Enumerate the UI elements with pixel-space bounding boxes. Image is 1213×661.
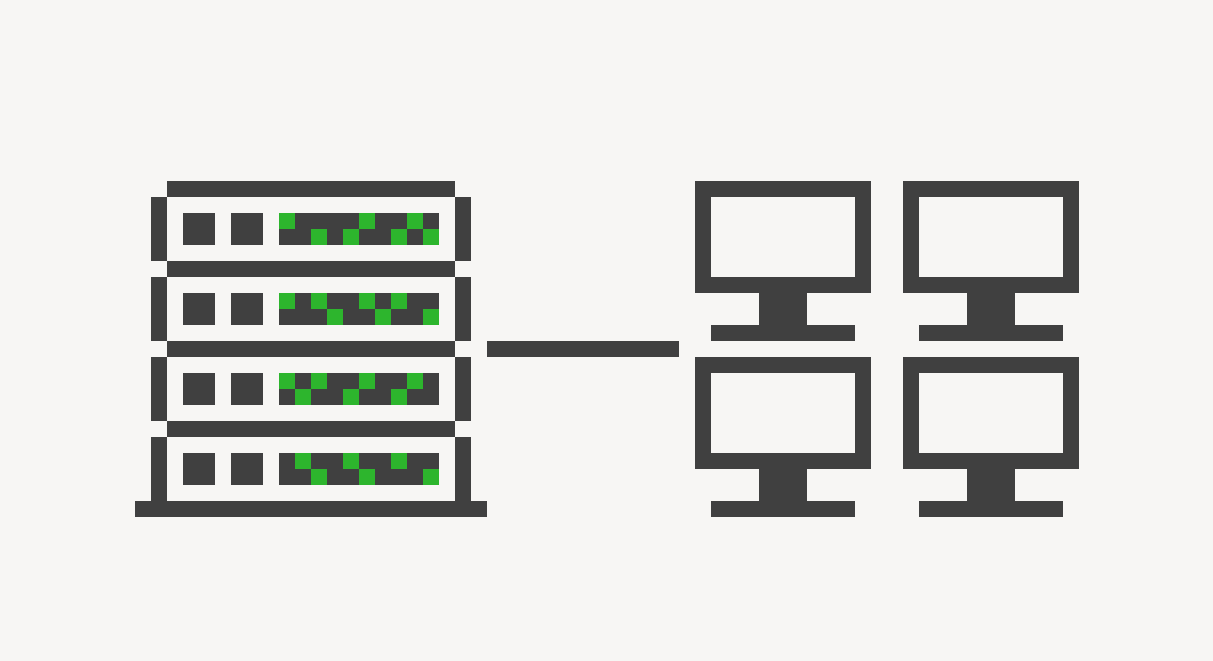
unit-drive-bay-2: [231, 293, 263, 325]
unit-left-bracket: [151, 437, 167, 501]
status-led-7: [407, 373, 423, 389]
monitor-frame-bottom: [903, 277, 1079, 293]
monitor-base: [711, 325, 855, 341]
network-link-line: [487, 341, 679, 357]
monitor-frame-top: [903, 357, 1079, 373]
unit-left-bracket: [151, 357, 167, 421]
status-led-2: [311, 469, 327, 485]
status-led-1: [279, 373, 295, 389]
monitor-frame-left: [903, 373, 919, 453]
unit-top-bar: [167, 421, 455, 437]
monitor-stand: [759, 469, 807, 501]
monitor-frame-right: [855, 373, 871, 453]
monitor-base: [919, 325, 1063, 341]
status-led-2: [295, 389, 311, 405]
unit-top-bar: [167, 261, 455, 277]
monitor-frame-right: [855, 197, 871, 277]
monitor-frame-bottom: [903, 453, 1079, 469]
monitor-frame-right: [1063, 373, 1079, 453]
monitor-stand: [759, 293, 807, 325]
unit-drive-bay-1: [183, 453, 215, 485]
unit-drive-bay-1: [183, 213, 215, 245]
monitor-frame-bottom: [695, 277, 871, 293]
monitor-frame-top: [903, 181, 1079, 197]
monitor-base: [711, 501, 855, 517]
unit-right-bracket: [455, 357, 471, 421]
status-led-3: [343, 453, 359, 469]
unit-right-bracket: [455, 437, 471, 501]
status-led-4: [343, 389, 359, 405]
status-led-2: [311, 293, 327, 309]
monitor-frame-left: [695, 197, 711, 277]
monitor-frame-bottom: [695, 453, 871, 469]
status-led-6: [391, 293, 407, 309]
server-unit-1: [151, 181, 471, 261]
server-unit-2: [151, 261, 471, 341]
monitor-frame-left: [903, 197, 919, 277]
status-led-3: [311, 373, 327, 389]
monitor-frame-left: [695, 373, 711, 453]
monitor-stand: [967, 293, 1015, 325]
server-unit-4: [151, 421, 471, 501]
rack-base: [135, 501, 487, 517]
monitor-icon-4: [903, 357, 1079, 517]
unit-left-bracket: [151, 197, 167, 261]
network-link: [487, 341, 679, 357]
monitor-frame-right: [1063, 197, 1079, 277]
status-led-4: [359, 469, 375, 485]
unit-left-bracket: [151, 277, 167, 341]
server-unit-3: [151, 341, 471, 421]
status-led-1: [279, 213, 295, 229]
unit-drive-bay-2: [231, 373, 263, 405]
status-led-7: [423, 309, 439, 325]
status-led-1: [295, 453, 311, 469]
server-rack-icon: [135, 501, 487, 517]
status-led-6: [407, 213, 423, 229]
unit-drive-bay-1: [183, 293, 215, 325]
status-led-5: [375, 309, 391, 325]
unit-right-bracket: [455, 197, 471, 261]
status-led-5: [391, 453, 407, 469]
status-led-6: [423, 469, 439, 485]
status-led-2: [311, 229, 327, 245]
status-led-7: [423, 229, 439, 245]
monitor-stand: [967, 469, 1015, 501]
status-led-4: [359, 213, 375, 229]
unit-drive-bay-1: [183, 373, 215, 405]
monitor-frame-top: [695, 181, 871, 197]
status-led-5: [391, 229, 407, 245]
status-led-5: [359, 373, 375, 389]
monitor-icon-2: [903, 181, 1079, 341]
monitor-icon-1: [695, 181, 871, 341]
unit-drive-bay-2: [231, 453, 263, 485]
unit-drive-bay-2: [231, 213, 263, 245]
status-led-4: [359, 293, 375, 309]
unit-right-bracket: [455, 277, 471, 341]
unit-top-bar: [167, 181, 455, 197]
monitor-frame-top: [695, 357, 871, 373]
status-led-3: [343, 229, 359, 245]
monitor-icon-3: [695, 357, 871, 517]
status-led-3: [327, 309, 343, 325]
status-led-6: [391, 389, 407, 405]
unit-top-bar: [167, 341, 455, 357]
monitor-base: [919, 501, 1063, 517]
status-led-1: [279, 293, 295, 309]
